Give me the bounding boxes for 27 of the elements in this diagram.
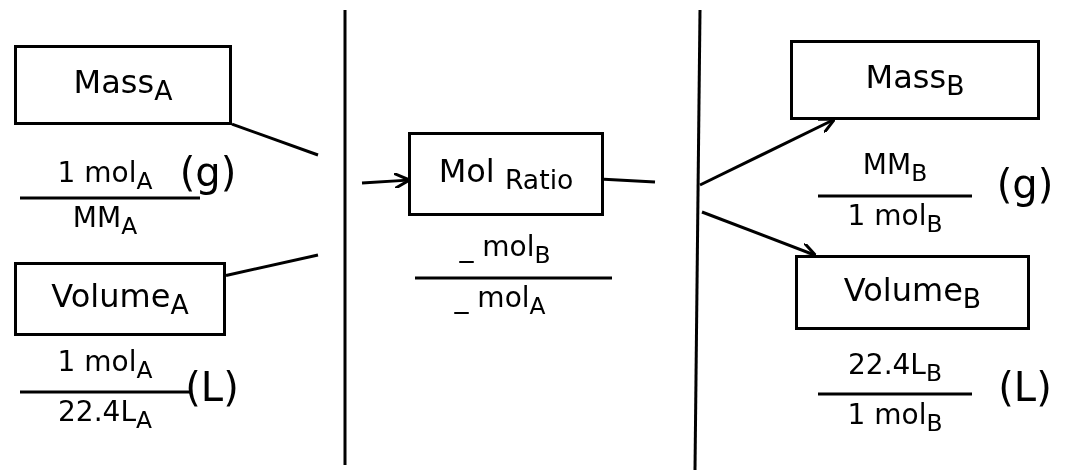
fraction-term: 1 mol$_{A}$	[57, 158, 153, 195]
unit-label: (g)	[179, 150, 237, 194]
box-label: Mol $_{Ratio}$	[438, 152, 574, 196]
fraction-term: 22.4L$_{A}$	[58, 397, 152, 434]
quantity-box	[790, 40, 1040, 120]
fraction-term: _ mol$_{B}$	[459, 232, 551, 269]
connector-line	[225, 253, 319, 277]
connector-line	[603, 177, 656, 184]
box-label: Volume$_{A}$	[51, 277, 189, 321]
fraction-term: 1 mol$_{B}$	[847, 400, 943, 437]
quantity-box	[14, 262, 226, 336]
quantity-box	[14, 45, 232, 125]
fraction-term: MM$_{A}$	[72, 203, 138, 240]
quantity-box	[795, 255, 1030, 330]
unit-label: (L)	[185, 365, 239, 409]
box-label: Volume$_{B}$	[843, 270, 982, 315]
fraction-term: 22.4L$_{B}$	[848, 350, 942, 387]
fraction-term: _ mol$_{A}$	[454, 283, 546, 320]
box-label: Mass$_{B}$	[865, 58, 965, 102]
unit-label: (g)	[996, 162, 1054, 206]
fraction-term: 1 mol$_{A}$	[57, 347, 153, 384]
quantity-box	[408, 132, 604, 216]
fraction-term: MM$_{B}$	[862, 150, 928, 187]
box-label: Mass$_{A}$	[73, 63, 173, 107]
connector-line	[231, 122, 319, 157]
unit-label: (L)	[998, 365, 1052, 409]
fraction-term: 1 mol$_{B}$	[847, 201, 943, 238]
